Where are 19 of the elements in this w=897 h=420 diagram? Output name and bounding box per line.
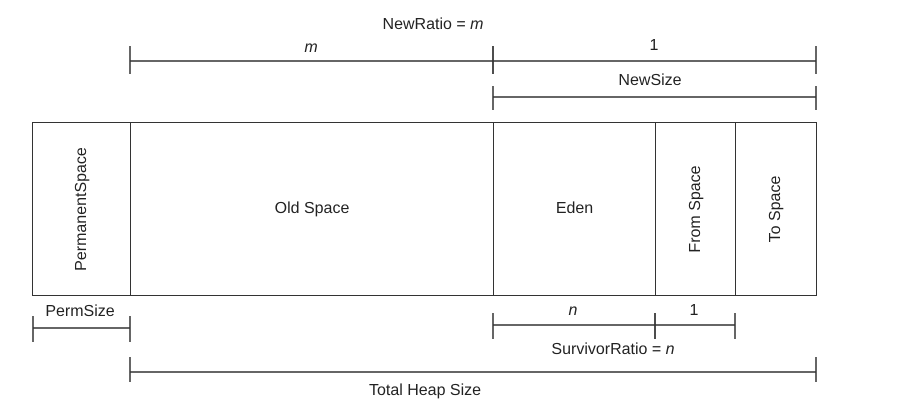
dimension-label: n bbox=[568, 302, 578, 320]
memory-region-box bbox=[493, 122, 656, 296]
dimension-label: SurvivorRatio = n bbox=[551, 341, 675, 359]
dimension-label: PermSize bbox=[45, 303, 115, 321]
region-label: Eden bbox=[556, 200, 594, 218]
dimension-label: 1 bbox=[650, 37, 658, 55]
memory-region-box bbox=[130, 122, 494, 296]
region-label: Old Space bbox=[274, 200, 350, 218]
dimension-label: m bbox=[304, 39, 318, 57]
dimension-label: NewSize bbox=[618, 72, 682, 90]
region-label: PermanentSpace bbox=[72, 147, 90, 271]
dimension-label: Total Heap Size bbox=[368, 382, 482, 400]
region-label: To Space bbox=[767, 176, 785, 242]
memory-region-box bbox=[735, 122, 817, 296]
dimension-label: 1 bbox=[690, 302, 698, 320]
memory-region-box bbox=[655, 122, 736, 296]
dimension-label: NewRatio = m bbox=[382, 16, 484, 34]
memory-region-box bbox=[32, 122, 131, 296]
region-label: From Space bbox=[686, 165, 704, 253]
